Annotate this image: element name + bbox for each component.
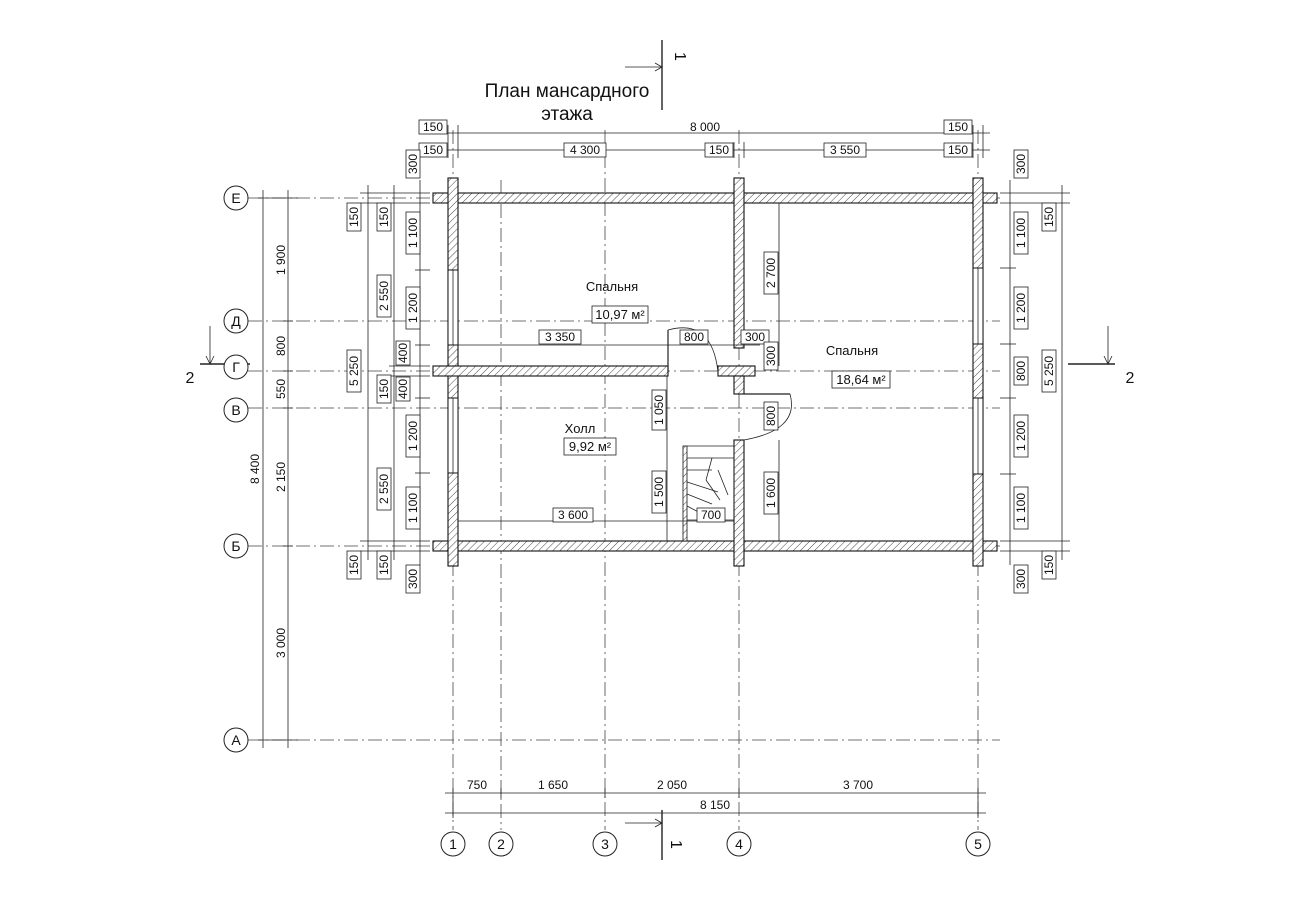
left-dimensions: 8 400 1 900 800 550 2 150 3 000 150 5 25… — [248, 149, 430, 748]
dim-left-c4-g: 1 100 — [406, 493, 420, 523]
section-2-right-label: 2 — [1126, 370, 1135, 387]
dim-bottom-c: 2 050 — [657, 778, 687, 792]
dim-bottom-b: 1 650 — [538, 778, 568, 792]
dim-int-b: 800 — [684, 330, 704, 344]
dim-int-j: 700 — [701, 508, 721, 522]
dim-right-c1-b: 1 100 — [1014, 218, 1028, 248]
room-name-bedroom-2: Спальня — [826, 343, 878, 358]
dim-left-c4-d: 400 — [396, 343, 410, 363]
dim-left-c3-d: 2 550 — [377, 474, 391, 504]
dim-right-c1-c: 1 200 — [1014, 293, 1028, 323]
dim-right-c2-a: 150 — [1042, 207, 1056, 227]
dim-left-c4-h: 300 — [406, 569, 420, 589]
dim-left-c1-d: 2 150 — [274, 462, 288, 492]
axis-col-4: 4 — [735, 836, 743, 852]
dim-right-c2-c: 150 — [1042, 555, 1056, 575]
dim-left-c3-e: 150 — [377, 555, 391, 575]
dim-right-c1-a: 300 — [1014, 154, 1028, 174]
bottom-dimensions: 750 1 650 2 050 3 700 8 150 — [445, 778, 986, 818]
interior-dimensions: 3 350 800 300 300 2 700 1 050 800 1 500 … — [458, 203, 780, 541]
dim-top-r1-left: 150 — [423, 120, 443, 134]
section-cut-1-1: 1 1 — [625, 40, 688, 860]
dim-right-c1-f: 1 100 — [1014, 493, 1028, 523]
dim-top-r2-c: 150 — [709, 143, 729, 157]
dim-left-c2-a: 150 — [347, 207, 361, 227]
axis-col-3: 3 — [601, 836, 609, 852]
walls — [432, 177, 998, 567]
axis-markers-rows: Е Д Г В Б А — [223, 185, 249, 753]
top-dimensions: 150 8 000 150 150 4 300 150 3 550 150 — [418, 119, 990, 158]
section-2-left-label: 2 — [186, 370, 195, 387]
dim-left-c4-e: 400 — [396, 379, 410, 399]
axis-row-b: Б — [231, 538, 240, 554]
dim-bottom-d: 3 700 — [843, 778, 873, 792]
drawing-title: План мансардного этажа — [485, 81, 650, 125]
dim-right-c1-e: 1 200 — [1014, 421, 1028, 451]
section-1-top-label: 1 — [671, 52, 688, 61]
dim-int-i: 3 600 — [558, 508, 588, 522]
dim-left-total: 8 400 — [248, 454, 262, 484]
room-area-hall: 9,92 м² — [569, 439, 612, 454]
dim-left-c4-a: 300 — [406, 154, 420, 174]
dim-top-r1-right: 150 — [948, 120, 968, 134]
dim-top-r2-d: 3 550 — [830, 143, 860, 157]
axis-row-a: А — [231, 732, 241, 748]
dim-left-c3-b: 2 550 — [377, 281, 391, 311]
dim-left-c1-b: 800 — [274, 336, 288, 356]
dim-int-a: 3 350 — [545, 330, 575, 344]
dim-bottom-a: 750 — [467, 778, 487, 792]
dim-bottom-total: 8 150 — [700, 798, 730, 812]
dim-top-r1-total: 8 000 — [690, 120, 720, 134]
section-cut-2-2: 2 2 — [186, 326, 1135, 387]
right-dimensions: 300 1 100 1 200 800 1 200 1 100 300 150 … — [1000, 149, 1070, 594]
axis-col-2: 2 — [497, 836, 505, 852]
dim-right-c1-g: 300 — [1014, 569, 1028, 589]
room-area-bedroom-2: 18,64 м² — [836, 372, 886, 387]
axis-row-v: В — [231, 402, 240, 418]
dim-left-c4-f: 1 200 — [406, 421, 420, 451]
dim-int-e: 2 700 — [764, 258, 778, 288]
dim-left-c1-c: 550 — [274, 379, 288, 399]
dim-left-c1-a: 1 900 — [274, 245, 288, 275]
dim-top-r2-b: 4 300 — [570, 143, 600, 157]
dim-int-c: 300 — [745, 330, 765, 344]
dim-right-c1-d: 800 — [1014, 361, 1028, 381]
dim-int-h: 1 500 — [652, 477, 666, 507]
axis-grid-lines — [248, 130, 1000, 830]
dim-left-c4-b: 1 100 — [406, 218, 420, 248]
dim-int-d: 300 — [764, 346, 778, 366]
axis-row-g: Г — [232, 359, 240, 375]
dim-left-c3-c: 150 — [377, 379, 391, 399]
windows — [447, 267, 984, 475]
dim-left-c2-c: 150 — [347, 555, 361, 575]
dim-int-g: 800 — [764, 406, 778, 426]
axis-row-d: Д — [231, 313, 241, 329]
dim-left-c1-e: 3 000 — [274, 628, 288, 658]
staircase — [682, 445, 735, 542]
title-line-2: этажа — [541, 104, 593, 125]
dim-int-k: 1 600 — [764, 478, 778, 508]
dim-left-c3-a: 150 — [377, 207, 391, 227]
room-name-hall: Холл — [565, 421, 596, 436]
room-labels: Спальня 10,97 м² Спальня 18,64 м² Холл 9… — [563, 279, 891, 456]
dim-top-r2-a: 150 — [423, 143, 443, 157]
dim-left-c2-b: 5 250 — [347, 356, 361, 386]
room-name-bedroom-1: Спальня — [586, 279, 638, 294]
axis-markers-columns: 1 2 3 4 5 — [440, 831, 991, 857]
section-1-bottom-label: 1 — [667, 840, 684, 849]
axis-row-e: Е — [231, 190, 240, 206]
dim-right-c2-b: 5 250 — [1042, 356, 1056, 386]
dim-left-c4-c: 1 200 — [406, 293, 420, 323]
axis-col-1: 1 — [449, 836, 457, 852]
dim-top-r2-e: 150 — [948, 143, 968, 157]
axis-col-5: 5 — [974, 836, 982, 852]
title-line-1: План мансардного — [485, 81, 650, 102]
dim-int-f: 1 050 — [652, 395, 666, 425]
room-area-bedroom-1: 10,97 м² — [595, 307, 645, 322]
